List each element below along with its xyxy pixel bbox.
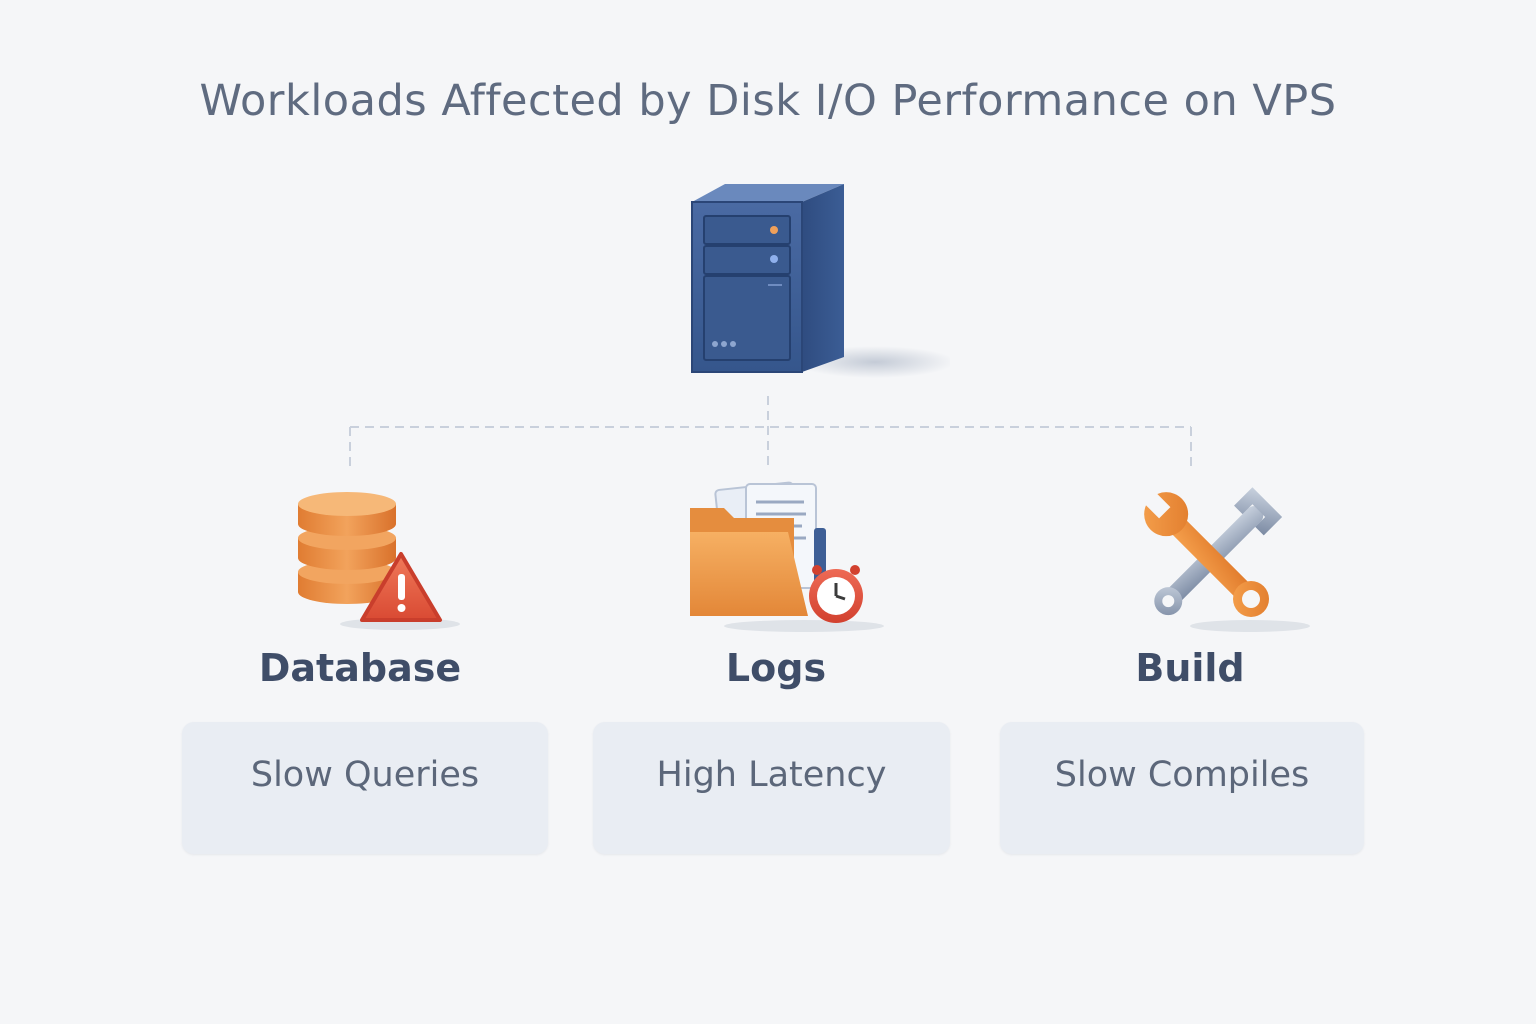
- orange-wrench: [1143, 491, 1270, 618]
- database-warning-icon: [298, 492, 460, 630]
- diagram-title: Workloads Affected by Disk I/O Performan…: [199, 76, 1337, 126]
- issue-card-build: Slow Compiles: [1000, 722, 1364, 854]
- workload-label-database: Database: [258, 646, 462, 690]
- clock-icon: [809, 565, 863, 623]
- database-stack: [298, 492, 396, 604]
- server-icon: [691, 184, 950, 378]
- wrench-tools-icon: [1143, 487, 1310, 632]
- workload-label-build: Build: [1135, 646, 1245, 690]
- issue-text: High Latency: [656, 755, 887, 795]
- issue-card-database: Slow Queries: [182, 722, 548, 854]
- issue-card-logs: High Latency: [593, 722, 950, 854]
- warning-icon: [360, 552, 442, 622]
- issue-text: Slow Queries: [250, 755, 480, 795]
- workload-label-logs: Logs: [725, 646, 827, 690]
- issue-text: Slow Compiles: [1054, 755, 1310, 795]
- folder-clock-icon: [690, 481, 884, 632]
